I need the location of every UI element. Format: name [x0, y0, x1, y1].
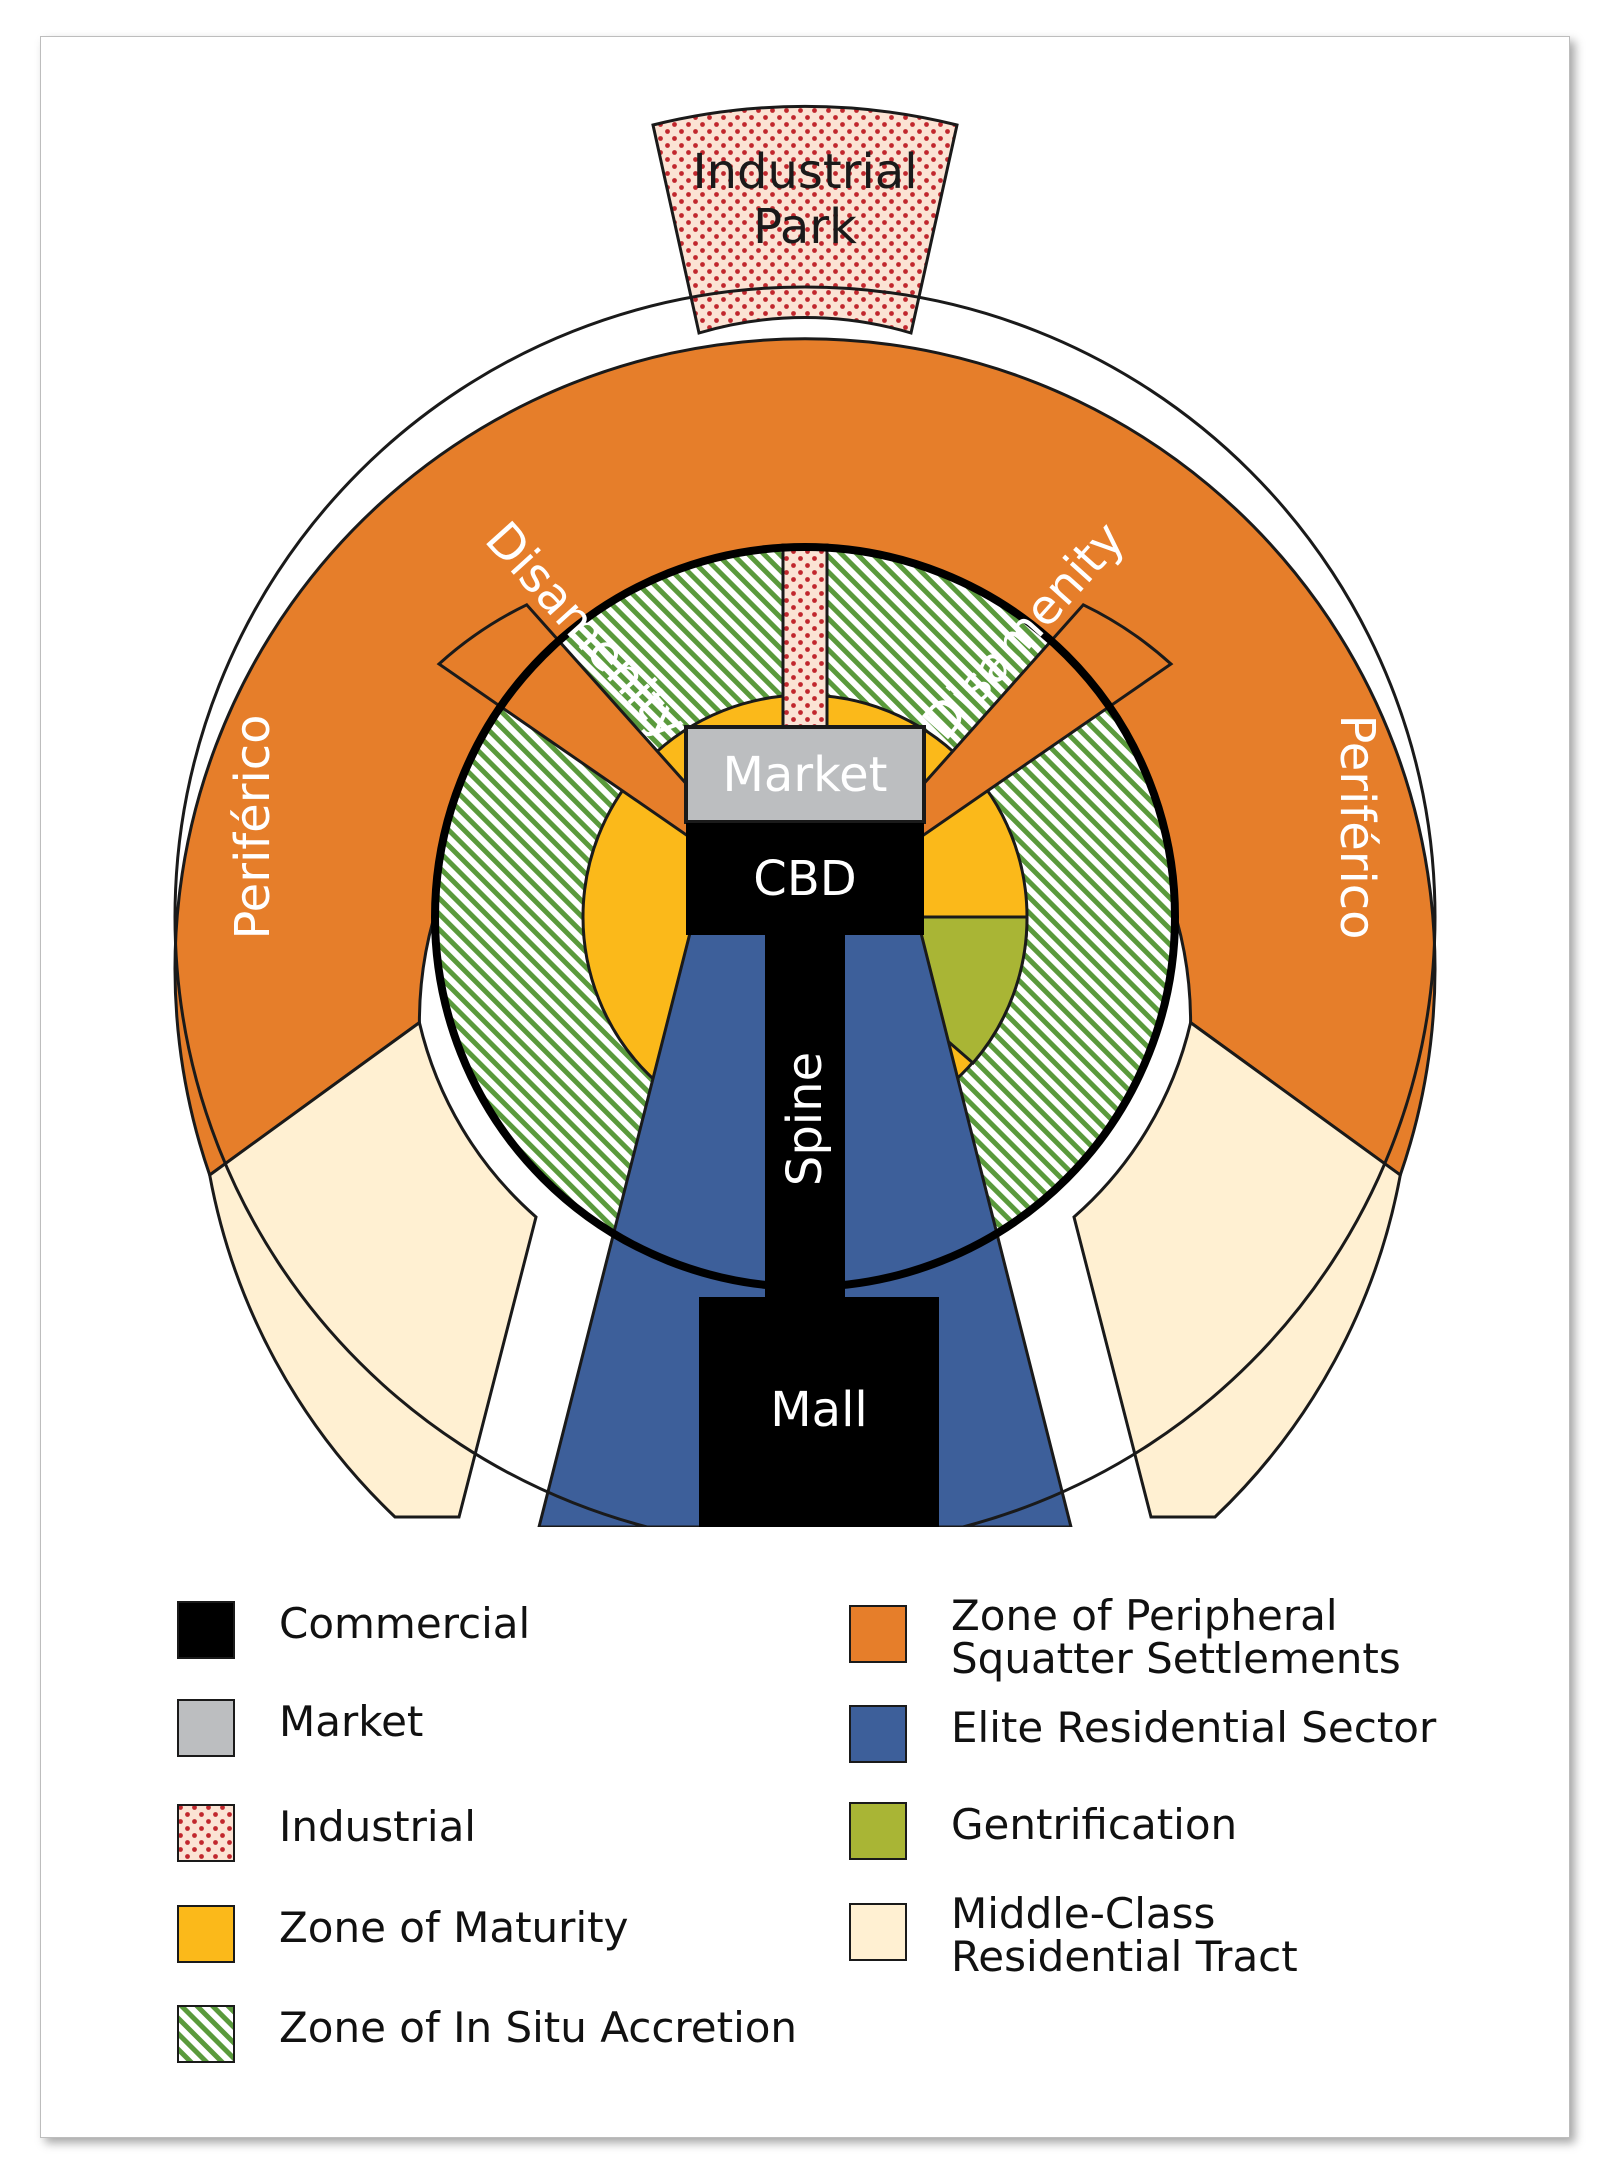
legend-label: Gentrification — [951, 1800, 1238, 1849]
legend-label: Zone of Peripheral Squatter Settlements — [951, 1591, 1401, 1683]
peripheral-squatter-swatch — [849, 1605, 907, 1663]
spine-label: Spine — [777, 1052, 833, 1186]
in-situ-accretion-swatch — [177, 2005, 235, 2063]
mall-block — [699, 1297, 939, 1527]
mall-label: Mall — [770, 1382, 868, 1438]
cbd-label: CBD — [753, 851, 856, 907]
commercial-swatch — [177, 1601, 235, 1659]
market-block — [684, 725, 926, 824]
figure-frame: Industrial Park Periférico Periférico Di… — [40, 36, 1570, 2138]
legend-label: Commercial — [279, 1599, 531, 1648]
industrial-park-wedge — [651, 104, 959, 335]
market-swatch — [177, 1699, 235, 1757]
cbd-block — [686, 823, 924, 935]
industrial-park-label-line2: Park — [753, 199, 857, 255]
legend-label: Middle-Class Residential Tract — [951, 1889, 1298, 1981]
spine-block — [765, 933, 845, 1305]
legend-label: Elite Residential Sector — [951, 1703, 1437, 1752]
middle-class-tract-right — [1072, 1020, 1402, 1519]
elite-residential-swatch — [849, 1705, 907, 1763]
periferico-label-left: Periférico — [225, 714, 281, 939]
city-structure-diagram: Industrial Park Periférico Periférico Di… — [173, 104, 1437, 1527]
gentrification-swatch — [849, 1802, 907, 1860]
zone-of-maturity-swatch — [177, 1905, 235, 1963]
industrial-park-label-line1: Industrial — [692, 144, 917, 200]
legend-label: Industrial — [279, 1802, 476, 1851]
market-label: Market — [723, 747, 888, 803]
periferico-label-right: Periférico — [1329, 714, 1385, 939]
industrial-swatch — [177, 1804, 235, 1862]
outer-circle-outline — [173, 285, 1437, 1527]
legend-label: Zone of Maturity — [279, 1903, 629, 1952]
middle-class-tract-left — [208, 1020, 538, 1519]
legend-label: Zone of In Situ Accretion — [279, 2003, 798, 2052]
legend-label: Market — [279, 1697, 424, 1746]
middle-class-swatch — [849, 1903, 907, 1961]
